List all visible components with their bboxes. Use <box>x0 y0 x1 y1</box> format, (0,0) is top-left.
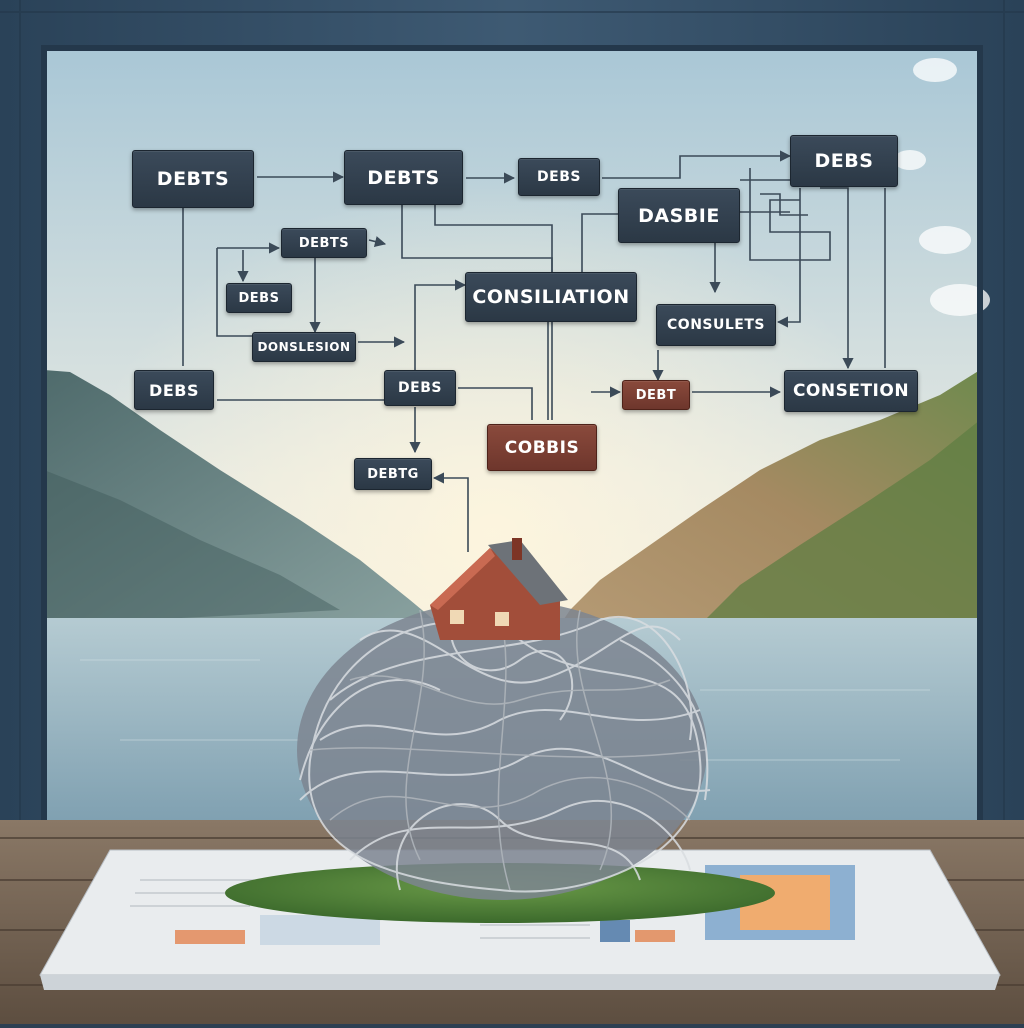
debts-node-2: DEBTS <box>344 150 463 205</box>
debtg-node: DEBTG <box>354 458 432 490</box>
debt-node: DEBT <box>622 380 690 410</box>
consiliation-node: CONSILIATION <box>465 272 637 322</box>
consulets-node: CONSULETS <box>656 304 776 346</box>
debs-node-top-right: DEBS <box>790 135 898 187</box>
debts-node-1: DEBTS <box>132 150 254 208</box>
debs-node-1: DEBS <box>518 158 600 196</box>
consetion-node: CONSETION <box>784 370 918 412</box>
debs-node-small: DEBS <box>226 283 292 313</box>
cobbis-node: COBBIS <box>487 424 597 471</box>
donslesion-node: DONSLESION <box>252 332 356 362</box>
debs-node-center: DEBS <box>384 370 456 406</box>
debts-node-small: DEBTS <box>281 228 367 258</box>
house <box>430 538 568 640</box>
debs-node-left: DEBS <box>134 370 214 410</box>
dasbie-node: DASBIE <box>618 188 740 243</box>
